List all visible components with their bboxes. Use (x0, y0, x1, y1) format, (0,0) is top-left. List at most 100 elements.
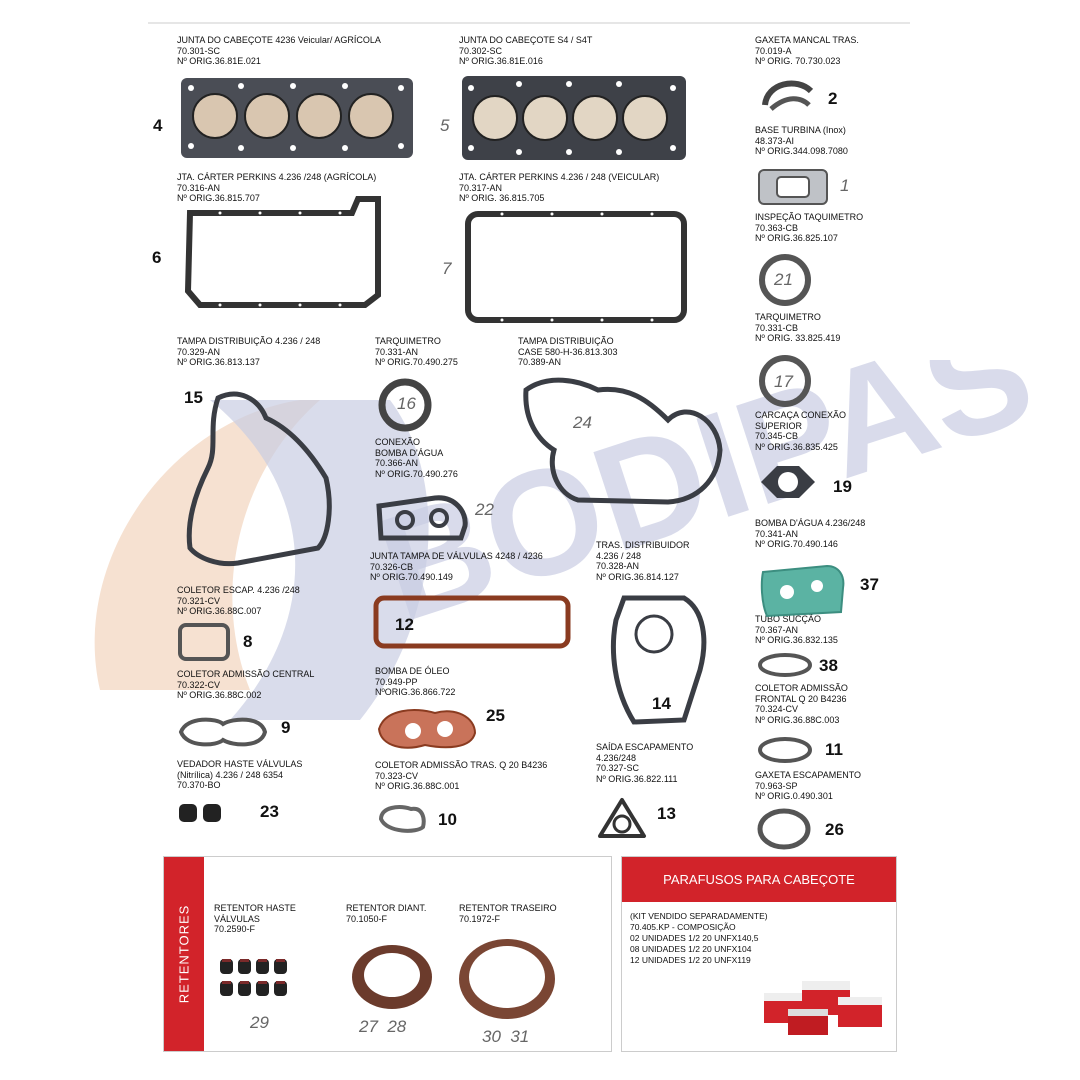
head-bolts-title: PARAFUSOS PARA CABEÇOTE (622, 857, 896, 902)
part-label-line: Nº ORIG.36.822.111 (596, 773, 678, 784)
part-label: VEDADOR HASTE VÁLVULAS(Nitrílica) 4.236 … (177, 759, 302, 791)
part-number: 21 (774, 270, 793, 289)
retentor-label: RETENTOR DIANT.70.1050-F (346, 903, 426, 924)
part-label-line: 70.326-CB (370, 561, 414, 572)
tachometer-ring-image (378, 378, 432, 432)
part-label-line: JUNTA DO CABEÇOTE S4 / S4T (459, 35, 593, 45)
part-label-line: SUPERIOR (755, 420, 803, 431)
part-label-line: BOMBA D'ÁGUA (375, 447, 444, 458)
part-label-line: GAXETA MANCAL TRAS. (755, 35, 859, 45)
part-label-line: 70.302-SC (459, 45, 503, 56)
part-label: JTA. CÁRTER PERKINS 4.236 / 248 (VEICULA… (459, 172, 659, 204)
part-label-line: JTA. CÁRTER PERKINS 4.236 / 248 (VEICULA… (459, 172, 660, 182)
part-label-line: BOMBA D'ÁGUA 4.236/248 (755, 518, 866, 528)
part-label-line: CASE 580-H-36.813.303 (518, 346, 618, 357)
part-label-line: 70.345-CB (755, 431, 799, 441)
part-label-line: Nº ORIG.36.832.135 (755, 635, 838, 645)
part-number: 4 (153, 116, 163, 135)
part-label-line: (Nitrílica) 4.236 / 248 6354 (177, 769, 284, 780)
head-bolts-line: 08 UNIDADES 1/2 20 UNFX104 (630, 944, 752, 954)
part-label-line: 70.323-CV (375, 770, 419, 781)
head-bolts-line: 12 UNIDADES 1/2 20 UNFX119 (630, 955, 751, 965)
part-label-line: Nº ORIG.36.88C.002 (177, 690, 262, 700)
part-label-line: Nº ORIG. 36.815.705 (459, 193, 545, 203)
part-label-line: 70.321-CV (177, 595, 221, 606)
retentor-label-line: RETENTOR HASTE (214, 903, 296, 913)
timing-cover-gasket-image (186, 391, 332, 567)
part-number: 37 (860, 575, 879, 594)
part-label-line: 70.019-A (755, 45, 792, 56)
part-number: 26 (825, 820, 844, 839)
retentor-number: 29 (250, 1013, 269, 1032)
valve-stem-seal-image (179, 804, 221, 822)
part-label-line: TARQUIMETRO (755, 312, 821, 322)
part-number: 6 (152, 248, 162, 267)
part-number: 10 (438, 810, 457, 829)
part-label-line: COLETOR ESCAP. 4.236 /248 (177, 585, 300, 595)
head-bolts-text: (KIT VENDIDO SEPARADAMENTE)70.405.KP - C… (630, 911, 768, 966)
part-number: 12 (395, 615, 414, 634)
part-label: JUNTA DO CABEÇOTE 4236 Veicular/ AGRÍCOL… (177, 35, 381, 67)
retentor-label-line: RETENTOR TRASEIRO (459, 903, 557, 913)
part-label-line: Nº ORIG.36.815.707 (177, 193, 260, 203)
oil-pump-gasket-image (377, 709, 477, 749)
part-number: 14 (652, 694, 671, 713)
valve-stem-seals-image (220, 959, 287, 996)
part-label-line: Nº ORIG.36.835.425 (755, 441, 838, 452)
part-number: 13 (657, 804, 676, 823)
part-label-line: Nº ORIG.36.81E.016 (459, 56, 543, 66)
head-bolts-line: (KIT VENDIDO SEPARADAMENTE) (630, 911, 768, 921)
water-pump-connection-gasket-image (376, 495, 468, 541)
part-label-line: 70.963-SP (755, 780, 798, 791)
part-label-line: 70.367-AN (755, 624, 799, 635)
part-label-line: COLETOR ADMISSÃO (755, 683, 848, 693)
part-label-line: 70.366-AN (375, 458, 419, 468)
retentor-number: 30 31 (482, 1027, 530, 1046)
part-label-line: TAMPA DISTRIBUIÇÃO (518, 336, 614, 346)
retentor-number: 27 28 (359, 1017, 407, 1036)
part-label-line: Nº ORIG.344.098.7080 (755, 146, 848, 156)
part-label-line: JTA. CÁRTER PERKINS 4.236 /248 (AGRÍCOLA… (177, 172, 377, 182)
part-number: 15 (184, 388, 203, 407)
part-label-line: TUBO SUCÇÃO (755, 614, 822, 624)
head-bolts-section: PARAFUSOS PARA CABEÇOTE (KIT VENDIDO SEP… (621, 856, 897, 1052)
part-label-line: Nº ORIG.36.88C.001 (375, 781, 460, 791)
turbo-base-image (758, 169, 828, 205)
part-label-line: Nº ORIG.70.490.276 (375, 468, 458, 479)
part-number: 8 (243, 632, 253, 651)
part-label: JTA. CÁRTER PERKINS 4.236 /248 (AGRÍCOLA… (177, 172, 376, 204)
part-label-line: Nº ORIG.36.813.137 (177, 357, 260, 367)
central-intake-gasket-image (178, 717, 268, 747)
water-pump-gasket-image (760, 564, 845, 618)
part-label-line: 70.301-SC (177, 45, 221, 56)
bolt-kit-boxes-image (764, 981, 882, 1035)
retentores-side-label: RETENTORES (164, 857, 204, 1051)
head-gasket-image (181, 78, 413, 158)
suction-tube-gasket-image (758, 653, 812, 677)
part-label-line: Nº ORIG.70.490.149 (370, 572, 453, 582)
part-label-line: COLETOR ADMISSÃO TRAS. Q 20 B4236 (375, 760, 548, 770)
part-label-line: 4.236/248 (596, 752, 637, 763)
part-label-line: 70.389-AN (518, 357, 562, 367)
part-label-line: INSPEÇÃO TAQUIMETRO (755, 212, 864, 222)
part-label-line: 4.236 / 248 (596, 550, 642, 561)
part-label-line: JUNTA TAMPA DE VÁLVULAS 4248 / 4236 (370, 551, 543, 561)
oil-pan-gasket-image (184, 196, 381, 308)
part-label-line: 70.341-AN (755, 528, 799, 539)
head-bolts-line: 70.405.KP - COMPOSIÇÃO (630, 922, 736, 932)
retentor-label-line: 70.1972-F (459, 913, 501, 924)
top-divider (148, 22, 910, 24)
head-gasket-image (462, 76, 686, 160)
bearing-seal-image (762, 80, 814, 111)
